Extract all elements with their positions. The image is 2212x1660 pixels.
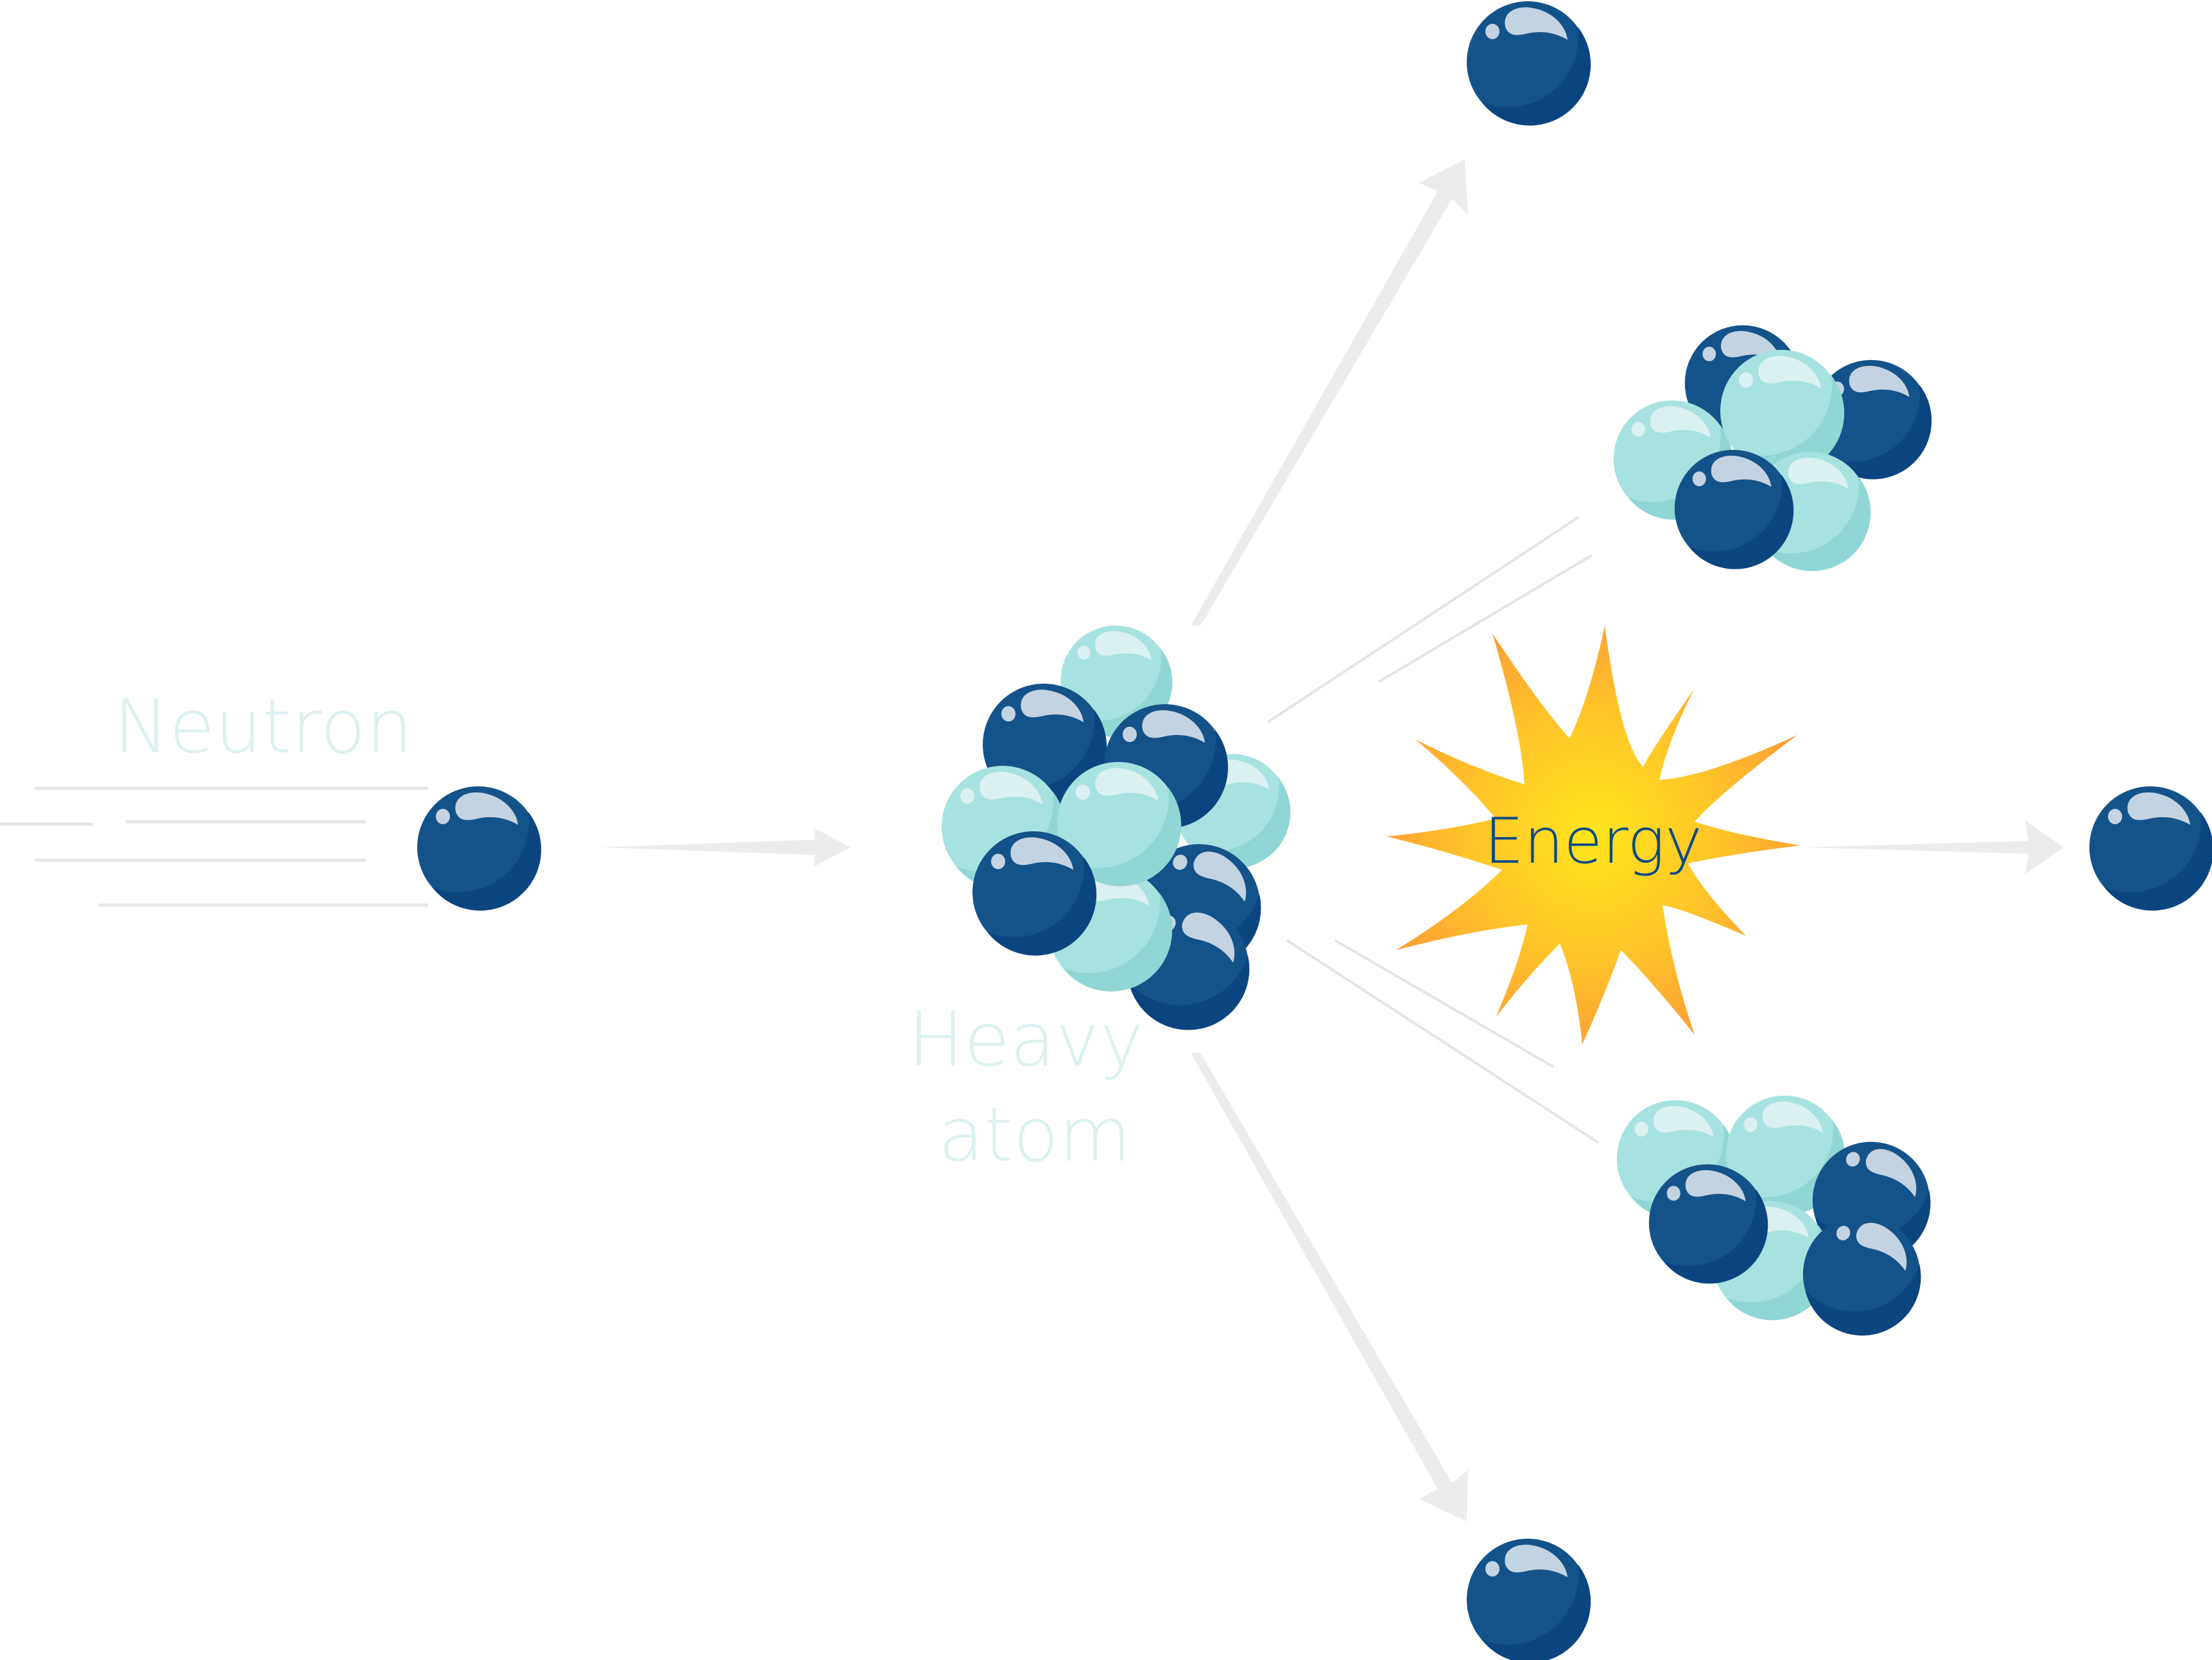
speed-lines [0, 786, 429, 907]
streak-line [1286, 939, 1600, 1144]
streak-line [1378, 554, 1593, 683]
released-neutron-right [2089, 786, 2212, 911]
energy-label: Energy [1484, 805, 1702, 878]
released-neutron-bottom [1467, 1539, 1591, 1660]
fragment-bottom [1616, 1095, 1951, 1355]
arrow-up [1191, 159, 1468, 626]
neutron-particle [417, 786, 542, 911]
arrow-incoming [600, 828, 851, 867]
released-neutron-top [1467, 1, 1591, 126]
heavy-atom-label-line1: Heavy [908, 997, 1144, 1084]
heavy-atom-label-line2: atom [938, 1092, 1132, 1179]
energy-star [1387, 626, 1801, 1044]
neutron-label: Neutron [114, 684, 413, 770]
incoming-neutron [417, 786, 542, 911]
arrow-right [1804, 820, 2064, 874]
heavy-atom [942, 625, 1291, 1050]
fragment-top [1613, 325, 1932, 571]
energy-burst: Energy [1387, 626, 1801, 1044]
arrow-down [1191, 1053, 1468, 1521]
streak-lines [1266, 515, 1600, 1144]
streak-line [1266, 515, 1580, 723]
streak-line [1334, 939, 1555, 1068]
